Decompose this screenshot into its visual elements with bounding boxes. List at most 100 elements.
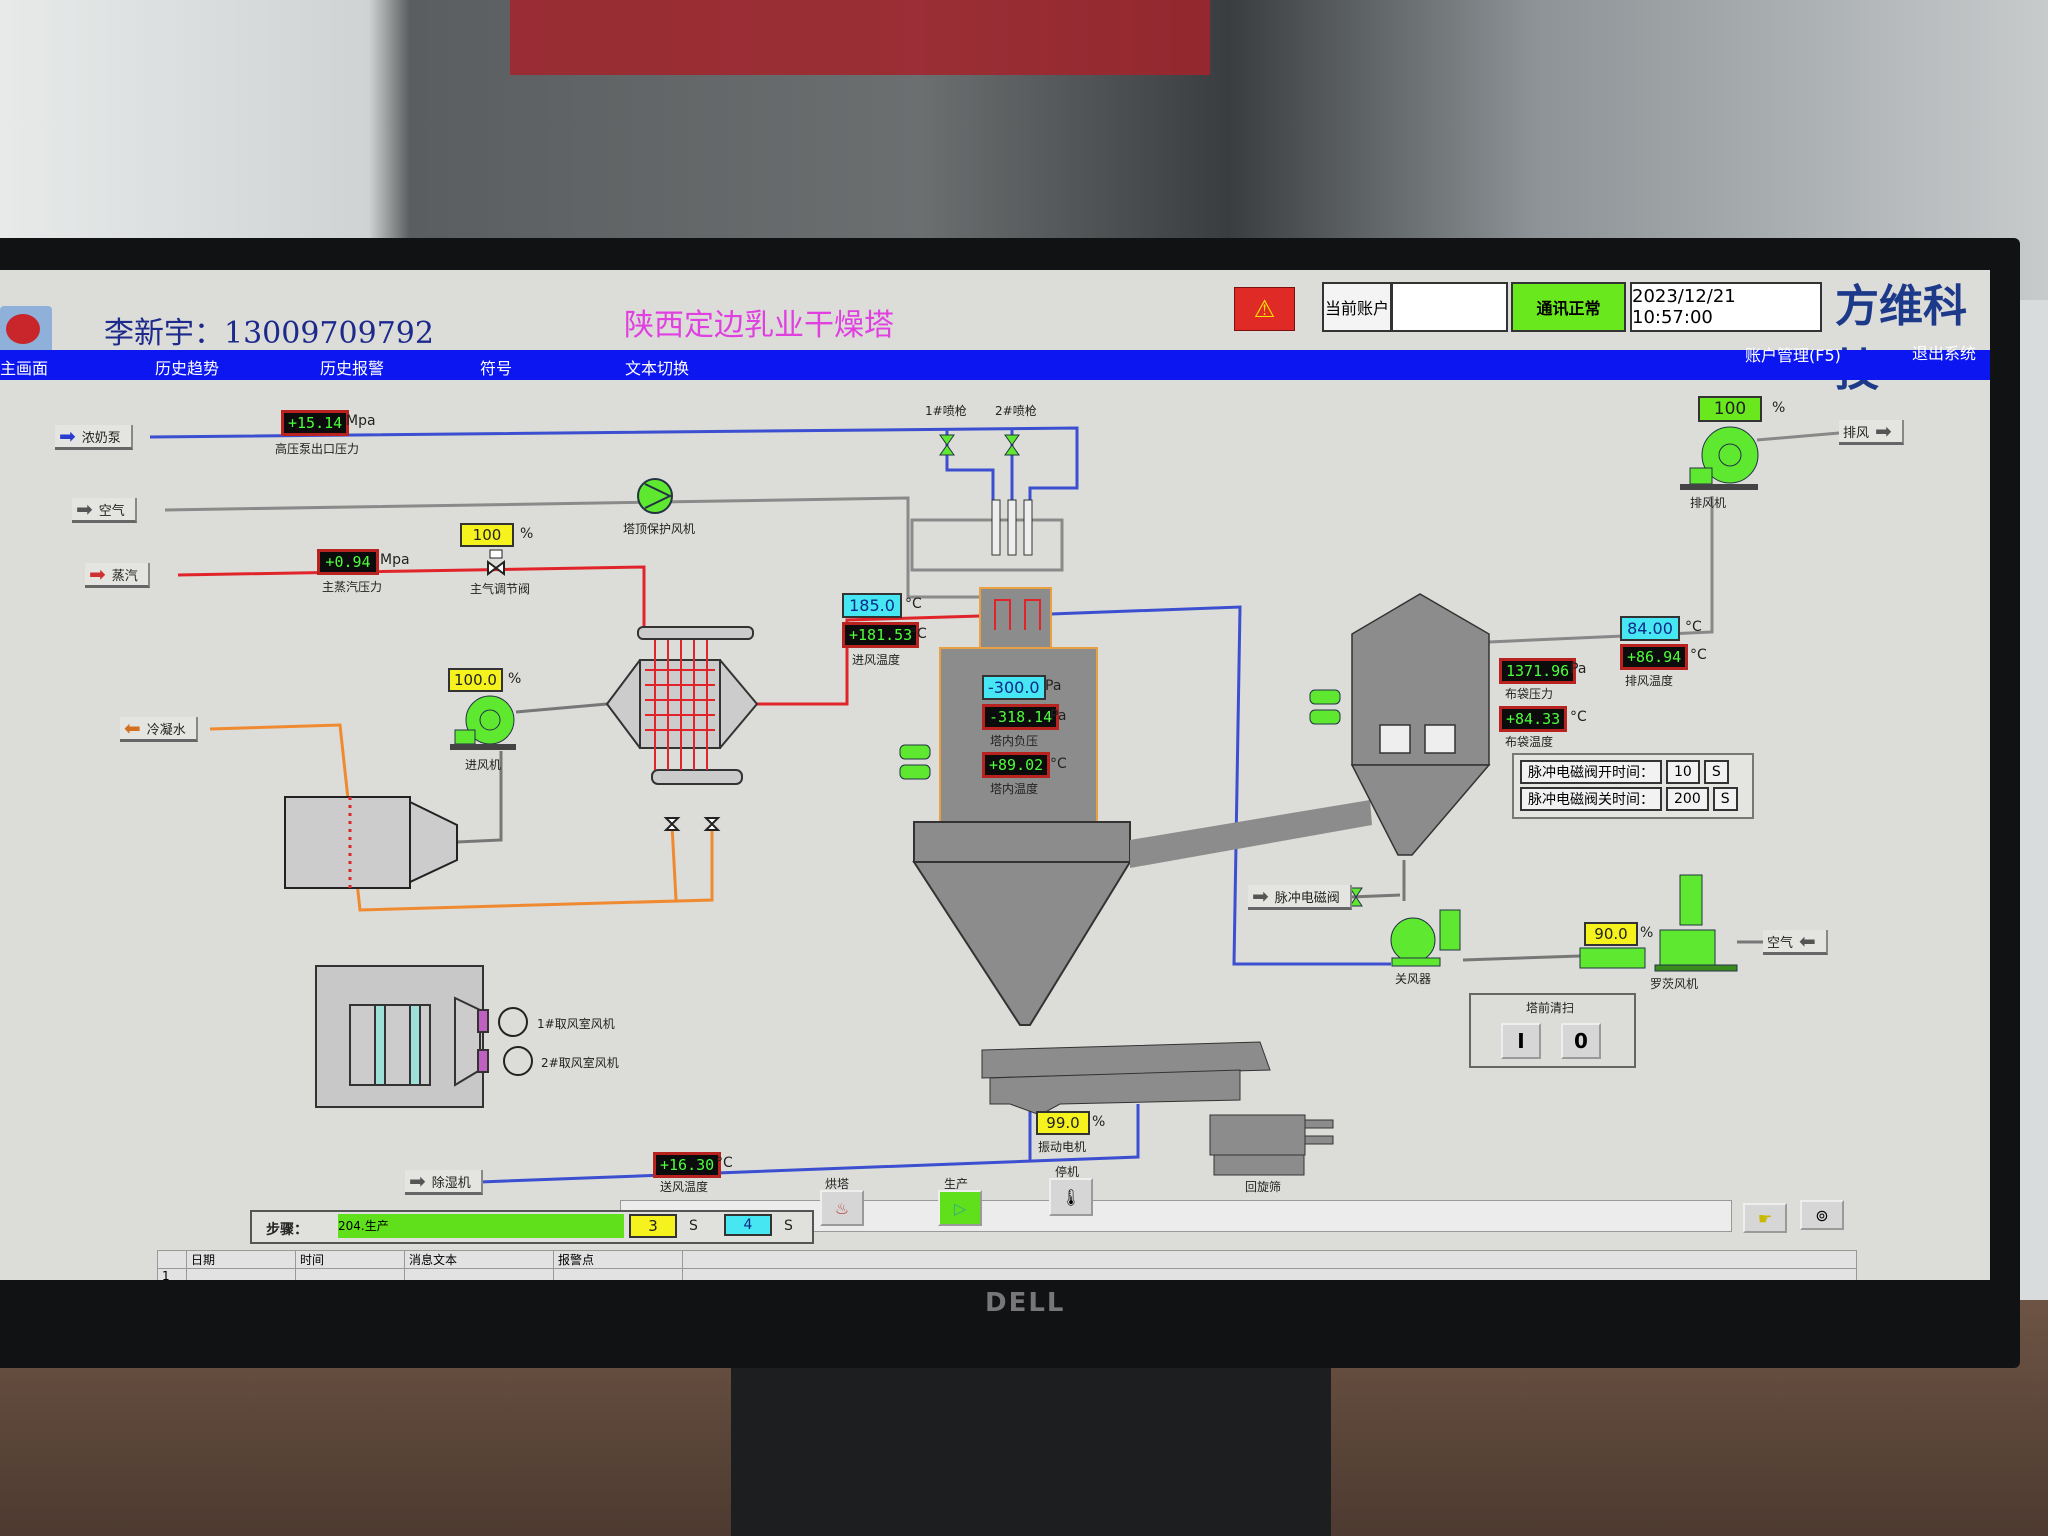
unit: °C [910,626,927,642]
reset-button[interactable]: ⊚ [1800,1200,1844,1230]
nozzle-icons [991,499,1033,556]
arrow-right-icon: ➡ [1875,419,1892,443]
tower-fan-icon [637,478,673,514]
unit: % [1772,400,1786,416]
arrow-left-icon: ⬅ [124,716,141,740]
exhaust-fan-label: 排风机 [1690,496,1727,510]
heat-exchanger-tubes [645,640,715,770]
steam-pressure-value: +0.94 [317,549,379,575]
exhaust-temp-setpoint[interactable]: 84.00 [1620,616,1680,641]
reading-label: 排风温度 [1625,674,1674,688]
col-date: 日期 [186,1250,296,1269]
vib-motor-percent[interactable]: 99.0 [1036,1111,1090,1135]
reading-label: 塔内温度 [990,782,1039,796]
step-label: 步骤： [266,1222,308,1238]
monitor-logo: DELL [985,1288,1066,1318]
account-field[interactable] [1391,282,1508,332]
timer1-value: 3 [629,1214,677,1238]
roots-blower-percent[interactable]: 90.0 [1584,922,1638,946]
steam-valve-percent[interactable]: 100 [460,523,514,547]
col-extra [682,1250,1857,1269]
heat-icon: ♨ [834,1198,850,1218]
step-status: 步骤： 204.生产 3 S 4 S [250,1210,814,1244]
inlet-fan-percent[interactable]: 100.0 [448,668,503,692]
acknowledge-button[interactable]: ☛ [1743,1203,1787,1233]
rotary-sieve [1209,1114,1334,1176]
air-intake-room [315,965,489,1108]
arrow-right-icon: ➡ [59,424,76,448]
source-milk-pump: ➡浓奶泵 [55,425,133,450]
supply-air-temp-value: +16.30 [653,1152,722,1178]
sieve-label: 回旋筛 [1245,1180,1282,1194]
nozzle-enclosure [910,518,1064,572]
inlet-temp-setpoint[interactable]: 185.0 [842,593,902,618]
unit: °C [1690,647,1707,663]
nozzle1-label: 1#喷枪 [925,404,967,418]
inlet-fan-icon [450,695,516,750]
tower-fan-side-icon [899,744,931,780]
pulse-open-label: 脉冲电磁阀开时间： [1520,760,1662,784]
sweep-off-button[interactable]: 0 [1561,1023,1601,1059]
unit: °C [1685,619,1702,635]
pulse-close-unit: S [1712,787,1738,811]
menu-text-switch[interactable]: 文本切换 [625,359,690,378]
powder-duct [1130,800,1372,868]
warning-icon: ⚠ [1253,295,1276,323]
drying-tower [912,587,1132,1026]
bag-filter-fan-icon [1309,689,1341,725]
reading-label: 布袋温度 [1505,735,1554,749]
bake-button[interactable]: ♨ [820,1190,864,1226]
sweep-panel: 塔前清扫 I 0 [1469,993,1636,1068]
unit: % [520,526,534,542]
play-icon: ▷ [953,1198,967,1218]
air-pipe [164,496,980,599]
tower-pressure-value: -318.14 [982,704,1060,730]
pulse-close-input[interactable]: 200 [1666,787,1709,811]
unit: % [1640,925,1654,941]
hp-pump-pressure-value: +15.14 [281,410,350,436]
operator-contact: 李新宇：13009709792 [104,316,434,351]
arrow-right-icon: ➡ [89,562,106,586]
table-header: 日期 时间 消息文本 报警点 [157,1250,1857,1269]
timer2-unit: S [784,1218,793,1234]
exhaust-fan-percent[interactable]: 100 [1698,396,1762,422]
tower-pressure-setpoint[interactable]: -300.0 [982,675,1046,700]
pulse-open-input[interactable]: 10 [1666,760,1700,784]
intake-fan-icons [498,1007,533,1076]
stop-button[interactable]: 🌡 [1049,1178,1093,1216]
unit: °C [716,1155,733,1171]
menu-history-alarm[interactable]: 历史报警 [320,359,385,378]
vibrating-bed [981,1041,1271,1116]
tower-temp-value: +89.02 [982,752,1051,778]
sweep-on-button[interactable]: I [1501,1023,1541,1059]
menu-history-trend[interactable]: 历史趋势 [155,359,220,378]
menu-main[interactable]: 主画面 [0,359,49,378]
unit: Pa [1050,708,1067,724]
unit: Pa [1045,678,1062,694]
col-message: 消息文本 [404,1250,554,1269]
drain-valve-icons [663,817,721,831]
menu-exit[interactable]: 退出系统 [1912,344,1977,363]
produce-button[interactable]: ▷ [938,1190,982,1226]
reading-label: 进风温度 [852,653,901,667]
arrow-right-icon: ➡ [409,1169,426,1193]
outlet-exhaust: 排风➡ [1839,420,1904,445]
source-dehumidifier: ➡除湿机 [405,1170,483,1195]
menu-symbols[interactable]: 符号 [480,359,513,378]
col-alarm-point: 报警点 [553,1250,683,1269]
reset-icon: ⊚ [1815,1205,1829,1225]
process-diagram [149,426,1840,1184]
exhaust-fan-icon [1680,426,1759,490]
intake-fan2-label: 2#取风室风机 [541,1056,619,1070]
col-time: 时间 [295,1250,405,1269]
roots-blower-icon [1579,874,1738,972]
hot-air-pipe [757,614,981,706]
alarm-button[interactable]: ⚠ [1234,287,1295,331]
pulse-open-unit: S [1703,760,1729,784]
roots-blower-label: 罗茨风机 [1650,977,1699,991]
fan-air-pipe [456,702,608,844]
menu-account-management[interactable]: 账户管理(F5) [1745,346,1841,365]
reading-label: 布袋压力 [1505,687,1554,701]
arrow-right-icon: ➡ [1252,884,1269,908]
table-row[interactable]: 1 [157,1268,1857,1280]
